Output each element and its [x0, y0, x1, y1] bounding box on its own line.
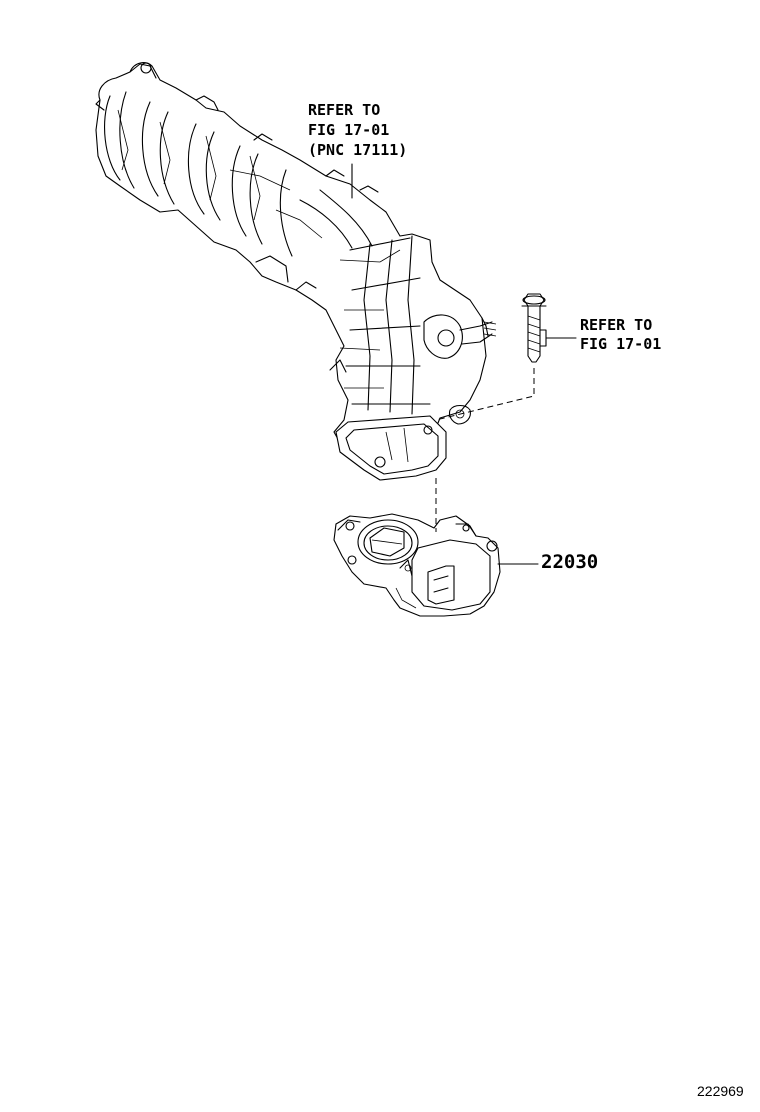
manifold-refer-line2: FIG 17-01 — [308, 121, 390, 139]
bolt-refer-line1: REFER TO — [580, 316, 653, 334]
figure-number: 222969 — [697, 1083, 744, 1099]
manifold-refer-line3: (PNC 17111) — [308, 141, 408, 159]
throttle-body-illustration — [333, 513, 501, 617]
intake-manifold-illustration — [95, 62, 497, 481]
flange-bolt-illustration — [521, 293, 547, 363]
leader-lines — [351, 163, 577, 565]
throttle-body-part-number[interactable]: 22030 — [541, 551, 599, 573]
manifold-refer-line1: REFER TO — [308, 101, 381, 119]
bolt-alignment-line — [435, 368, 535, 421]
bolt-refer-line2: FIG 17-01 — [580, 335, 662, 353]
